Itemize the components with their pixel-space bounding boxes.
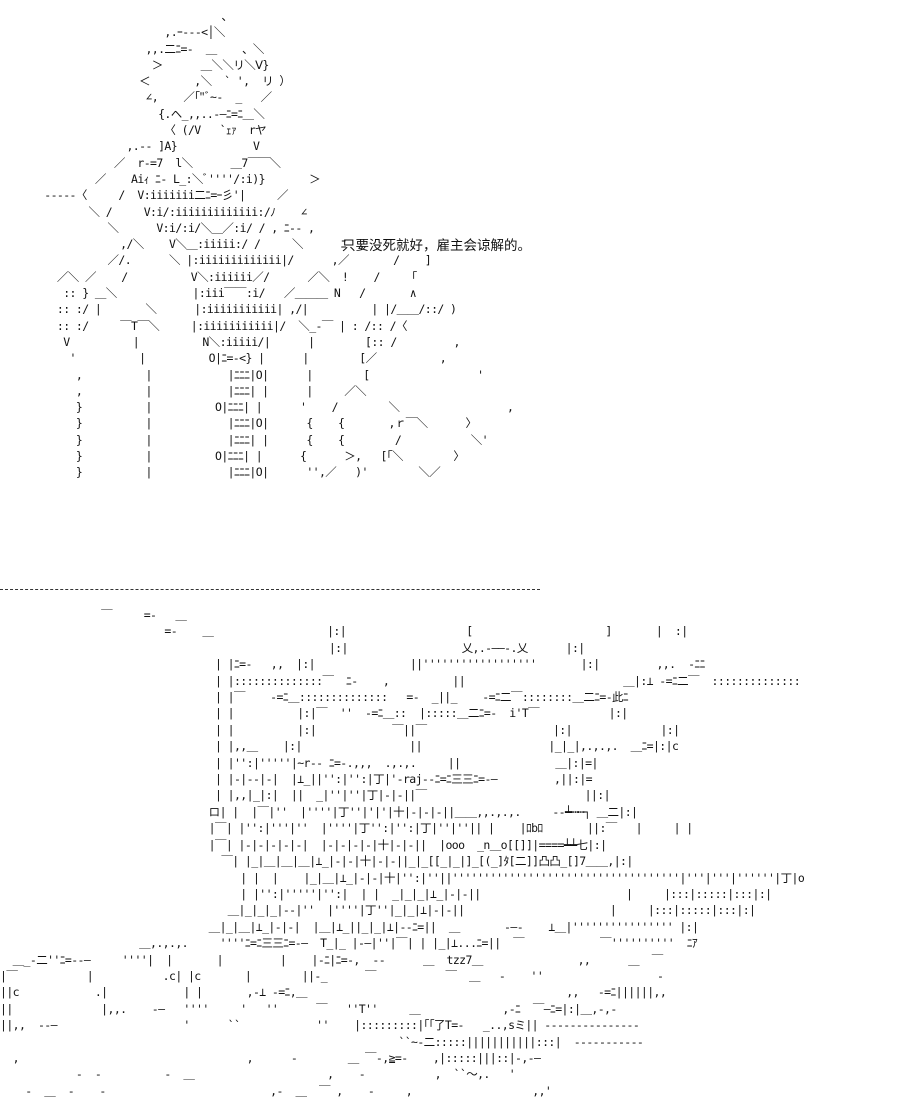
dialogue-text: 只要没死就好，雇主会谅解的。 xyxy=(342,238,531,254)
scene-divider xyxy=(0,589,540,590)
ruins-ascii-art: ￣ =- ＿ =- ＿ |:| [ ] | :| |:| 乂,.-― xyxy=(0,608,805,1098)
character-ascii-art: 、 ,.ｰ-‐‐<│＼ ,,.二ﾆ=- ＿ 、＼ ＞ ＿＼＼リ＼Ⅴ} ＜ ,＼ … xyxy=(44,9,514,480)
